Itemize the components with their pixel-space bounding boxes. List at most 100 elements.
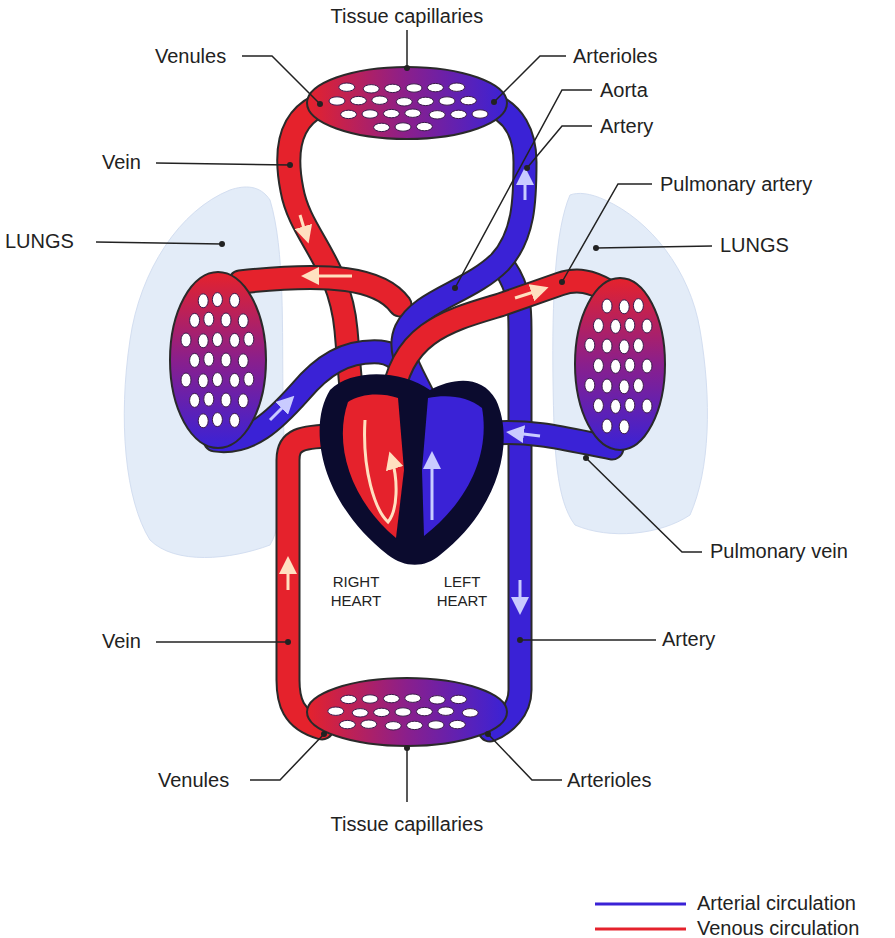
part-label: Tissue capillaries — [331, 4, 484, 28]
capillary-hole — [633, 379, 643, 393]
part-label: Vein — [102, 629, 141, 653]
heart-illustration — [320, 374, 504, 565]
heart-label: RIGHT HEART — [325, 572, 387, 610]
capillary-hole — [198, 374, 208, 388]
capillary-hole — [204, 392, 214, 406]
capillary-hole — [212, 373, 222, 387]
capillary-hole — [385, 84, 401, 92]
capillary-beds — [170, 67, 665, 746]
capillary-hole — [221, 353, 231, 367]
capillary-hole — [363, 85, 379, 93]
capillary-hole — [611, 319, 621, 333]
capillary-hole — [449, 720, 465, 728]
leader-dots — [219, 65, 599, 751]
capillary-hole — [230, 293, 240, 307]
capillary-hole — [451, 110, 467, 118]
capillary-hole — [602, 339, 612, 353]
capillary-hole — [198, 414, 208, 428]
capillary-hole — [407, 721, 423, 729]
capillary-hole — [619, 380, 629, 394]
capillary-hole — [198, 294, 208, 308]
capillary-hole — [593, 359, 603, 373]
flow-arrows — [270, 176, 540, 606]
capillary-hole — [428, 721, 444, 729]
capillary-hole — [204, 352, 214, 366]
capillary-hole — [352, 709, 368, 717]
capillary-hole — [405, 694, 421, 702]
capillary-hole — [619, 340, 629, 354]
capillary-hole — [221, 313, 231, 327]
capillary-hole — [405, 109, 421, 117]
capillary-hole — [585, 378, 595, 392]
capillary-hole — [449, 83, 465, 91]
capillary-hole — [625, 398, 635, 412]
capillary-hole — [204, 312, 214, 326]
capillary-hole — [585, 338, 595, 352]
capillary-hole — [372, 96, 388, 104]
capillary-hole — [383, 694, 399, 702]
capillary-hole — [212, 333, 222, 347]
capillary-hole — [181, 333, 191, 347]
capillary-hole — [429, 696, 445, 704]
capillary-hole — [362, 110, 378, 118]
capillary-hole — [362, 695, 378, 703]
capillary-hole — [190, 313, 200, 327]
capillary-hole — [238, 354, 248, 368]
capillary-hole — [190, 353, 200, 367]
capillary-hole — [633, 339, 643, 353]
capillary-hole — [385, 722, 401, 730]
capillary-hole — [190, 393, 200, 407]
capillary-hole — [593, 319, 603, 333]
capillary-hole — [230, 413, 240, 427]
capillary-hole — [642, 359, 652, 373]
capillary-hole — [593, 399, 603, 413]
capillary-hole — [395, 708, 411, 716]
capillary-hole — [460, 96, 476, 104]
capillary-hole — [418, 97, 434, 105]
capillary-hole — [619, 300, 629, 314]
capillary-hole — [339, 720, 355, 728]
part-label: Venules — [155, 44, 226, 68]
capillary-hole — [230, 373, 240, 387]
capillary-hole — [451, 695, 467, 703]
part-label: Aorta — [600, 78, 648, 102]
part-label: Vein — [102, 150, 141, 174]
capillary-hole — [383, 109, 399, 117]
capillary-hole — [611, 399, 621, 413]
capillary-hole — [198, 334, 208, 348]
leader-lines — [96, 30, 712, 802]
capillary-hole — [244, 332, 254, 346]
part-label: Pulmonary artery — [660, 172, 812, 196]
capillary-hole — [427, 83, 443, 91]
capillary-hole — [462, 709, 478, 717]
capillary-hole — [438, 707, 454, 715]
capillary-hole — [625, 358, 635, 372]
capillary-hole — [374, 708, 390, 716]
capillary-hole — [244, 372, 254, 386]
capillary-hole — [406, 84, 422, 92]
capillary-hole — [429, 111, 445, 119]
capillary-hole — [238, 314, 248, 328]
capillary-hole — [329, 97, 345, 105]
capillary-hole — [374, 123, 390, 131]
lung-shape — [553, 193, 708, 533]
legend-line-sample — [595, 903, 686, 906]
capillary-hole — [230, 333, 240, 347]
capillary-hole — [633, 299, 643, 313]
capillary-hole — [396, 98, 412, 106]
capillary-hole — [181, 373, 191, 387]
organ-label: LUNGS — [5, 229, 74, 253]
legend-text: Arterial circulation — [697, 891, 856, 915]
capillary-hole — [328, 707, 344, 715]
capillary-hole — [611, 359, 621, 373]
capillary-hole — [341, 110, 357, 118]
capillary-hole — [339, 83, 355, 91]
heart-label: LEFT HEART — [431, 572, 493, 610]
capillary-hole — [602, 419, 612, 433]
capillary-hole — [602, 379, 612, 393]
part-label: Artery — [600, 114, 653, 138]
part-label: Pulmonary vein — [710, 539, 848, 563]
capillary-hole — [642, 319, 652, 333]
capillary-hole — [472, 110, 488, 118]
